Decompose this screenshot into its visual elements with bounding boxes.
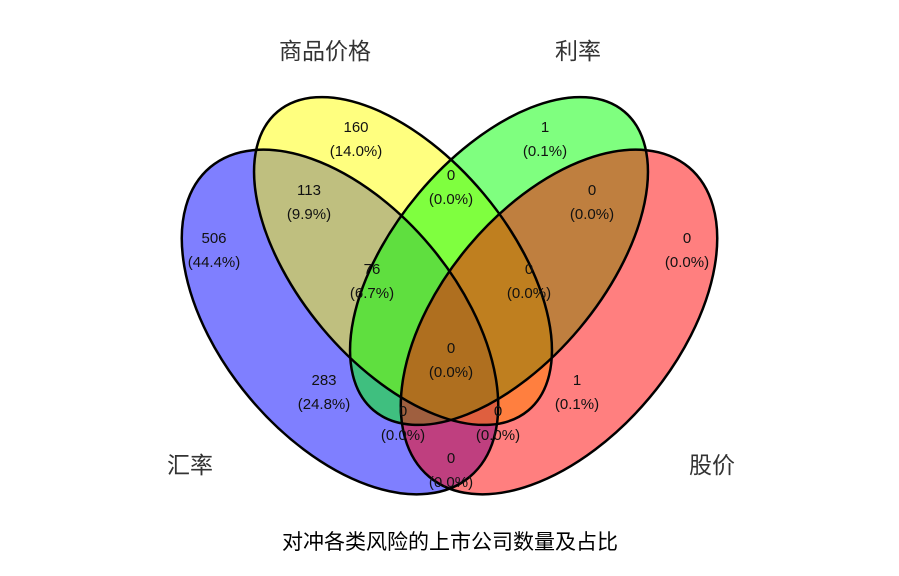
region-count: 160 [343, 119, 368, 136]
region-count: 0 [494, 403, 502, 420]
region-percent: (0.0%) [665, 254, 709, 271]
region-percent: (0.0%) [429, 474, 473, 491]
set-outline-fx [180, 148, 500, 496]
set-label-fx: 汇率 [167, 453, 213, 479]
region-percent: (0.0%) [507, 285, 551, 302]
region-fx-only: 506 (44.4%) [188, 230, 241, 271]
region-percent: (0.1%) [555, 396, 599, 413]
region-cp-ir-eq: 0 (0.0%) [507, 261, 551, 302]
region-percent: (6.7%) [350, 285, 394, 302]
set-outline-eq [399, 148, 719, 496]
region-cp-eq: 1 (0.1%) [555, 372, 599, 413]
region-count: 113 [297, 182, 321, 199]
region-all-four: 0 (0.0%) [429, 340, 473, 381]
region-count: 1 [573, 372, 581, 389]
region-count: 0 [447, 167, 455, 184]
region-percent: (0.0%) [429, 364, 473, 381]
region-ir-eq: 0 (0.0%) [570, 182, 614, 223]
region-percent: (0.0%) [429, 191, 473, 208]
region-count: 1 [541, 119, 549, 136]
set-outline-ir [348, 95, 650, 427]
region-fx-cp-eq: 0 (0.0%) [476, 403, 520, 444]
region-percent: (14.0%) [330, 143, 383, 160]
region-percent: (0.0%) [476, 427, 520, 444]
region-fx-ir-eq: 0 (0.0%) [381, 403, 425, 444]
region-percent: (0.1%) [523, 143, 567, 160]
region-cp-only: 160 (14.0%) [330, 119, 383, 160]
region-count: 76 [364, 261, 381, 278]
region-count: 0 [447, 450, 455, 467]
region-percent: (0.0%) [381, 427, 425, 444]
region-labels: 506 (44.4%) 160 (14.0%) 1 (0.1%) 0 (0.0%… [188, 119, 709, 491]
region-eq-only: 0 (0.0%) [665, 230, 709, 271]
region-count: 0 [525, 261, 533, 278]
diagram-caption: 对冲各类风险的上市公司数量及占比 [282, 530, 618, 554]
set-outline-cp [252, 95, 554, 427]
region-count: 283 [311, 372, 336, 389]
region-ir-only: 1 (0.1%) [523, 119, 567, 160]
region-fx-eq: 0 (0.0%) [429, 450, 473, 491]
region-count: 0 [447, 340, 455, 357]
region-percent: (44.4%) [188, 254, 241, 271]
region-fx-ir: 283 (24.8%) [298, 372, 351, 413]
region-fx-cp: 113 (9.9%) [287, 182, 331, 223]
region-count: 506 [201, 230, 226, 247]
region-count: 0 [399, 403, 407, 420]
region-count: 0 [588, 182, 596, 199]
region-fx-cp-ir: 76 (6.7%) [350, 261, 394, 302]
set-labels: 汇率 商品价格 利率 股价 [167, 39, 735, 479]
region-percent: (9.9%) [287, 206, 331, 223]
region-cp-ir: 0 (0.0%) [429, 167, 473, 208]
set-label-eq: 股价 [689, 453, 735, 479]
region-count: 0 [683, 230, 691, 247]
region-percent: (0.0%) [570, 206, 614, 223]
set-label-cp: 商品价格 [279, 39, 371, 65]
set-outlines [180, 95, 719, 496]
region-percent: (24.8%) [298, 396, 351, 413]
set-label-ir: 利率 [555, 39, 601, 65]
